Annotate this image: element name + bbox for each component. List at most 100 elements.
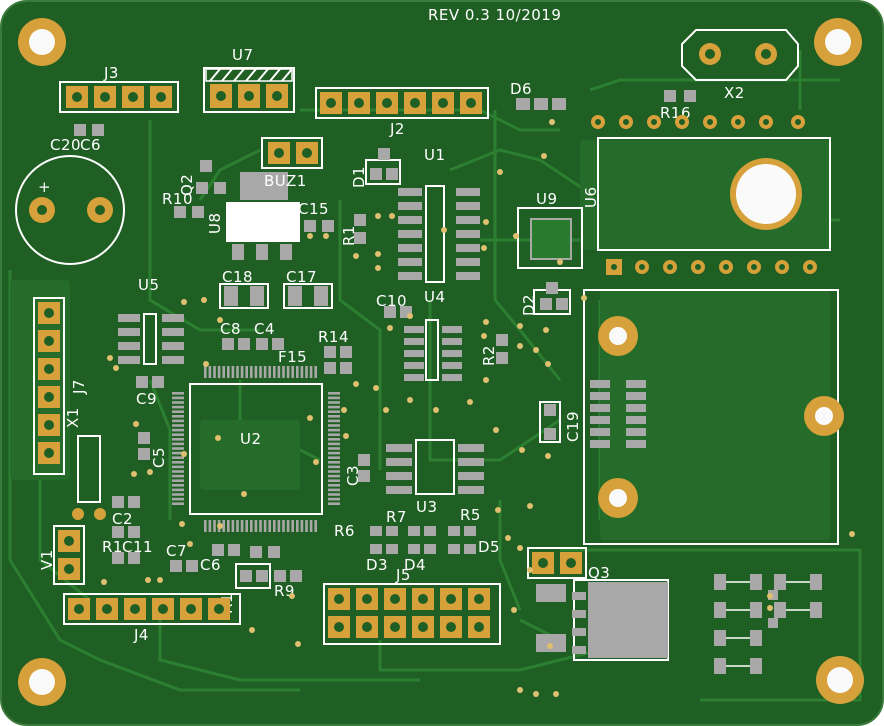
label-c8: C8 [220, 320, 241, 338]
ic-u3: U3 [386, 439, 484, 516]
label-c7: C7 [166, 542, 187, 560]
capacitor-c6: C6 [200, 544, 240, 574]
label-d6: D6 [510, 80, 532, 98]
label-q2: Q2 [178, 174, 196, 196]
regulator-u8: U8 [206, 172, 300, 260]
capacitor-c19: C19 [539, 401, 582, 443]
label-r14: R14 [318, 328, 349, 346]
capacitor-c20: + C20 C6 [15, 124, 125, 265]
buzzer-buz1: BUZ1 [261, 137, 323, 190]
label-c20: C20 [50, 136, 81, 154]
label-d2: D2 [520, 294, 538, 316]
label-j5: J5 [395, 566, 411, 584]
resistor-array [714, 574, 822, 674]
label-c18: C18 [222, 268, 253, 286]
ic-u5: U5 [118, 276, 184, 365]
label-u5: U5 [138, 276, 160, 294]
label-c9: C9 [136, 390, 157, 408]
capacitor-c5: C5 [138, 432, 168, 468]
transistor-q2: Q2 R10 [162, 160, 226, 218]
label-u9: U9 [536, 190, 558, 208]
resistor-r1: R1 [340, 214, 366, 246]
diode-d6: D6 [510, 80, 566, 110]
label-x1: X1 [64, 407, 82, 428]
label-r6: R6 [334, 522, 355, 540]
capacitor-c15: C15 [298, 200, 334, 232]
transistor-q3: Q3 [527, 547, 669, 661]
label-c19: C19 [564, 411, 582, 442]
label-j4: J4 [133, 626, 149, 644]
label-c11: C11 [122, 538, 153, 556]
label-r5: R5 [460, 506, 481, 524]
capacitor-c18: C18 [219, 268, 269, 309]
label-c6a: C6 [80, 136, 101, 154]
label-u2: U2 [240, 430, 262, 448]
label-u7: U7 [232, 46, 254, 64]
label-j2: J2 [389, 120, 405, 138]
label-u3: U3 [416, 498, 438, 516]
resistor-r5: R5 [448, 506, 481, 554]
label-d1: D1 [350, 166, 368, 188]
label-f15: F15 [278, 348, 307, 366]
capacitor-c9: C9 [136, 376, 164, 408]
label-j7: J7 [70, 379, 88, 395]
module-u6: U6 [582, 115, 831, 275]
resistor-r6: R6 [334, 522, 398, 554]
label-u8: U8 [206, 212, 224, 234]
ic-u2-soic [404, 319, 462, 381]
header-j4: J4 [63, 593, 241, 644]
u2-pins [172, 366, 340, 532]
label-c2: C2 [112, 510, 133, 528]
label-r2: R2 [480, 345, 498, 366]
header-j3: J3 [59, 64, 179, 113]
label-c5: C5 [150, 447, 168, 468]
ic-u1: U1 U4 [398, 146, 480, 306]
mounting-holes [18, 18, 864, 706]
crystal-x2: X2 [681, 29, 799, 102]
label-u1: U1 [424, 146, 446, 164]
ic-u9: U9 [517, 190, 583, 269]
label-plus: + [38, 178, 51, 196]
revision-text: REV 0.3 10/2019 [428, 6, 561, 24]
header-v1: V1 [38, 525, 85, 585]
resistor-r7: R7 [386, 508, 436, 554]
label-u6: U6 [582, 186, 600, 208]
label-c6: C6 [200, 556, 221, 574]
resistor-r14: R14 F15 [278, 328, 352, 374]
capacitor-c11: R1 C11 [102, 526, 153, 564]
resistor-r2: R2 [480, 334, 508, 366]
label-buz1: BUZ1 [264, 172, 307, 190]
ic-u2: U2 [172, 366, 340, 532]
capacitor-c4: C4 [254, 320, 284, 350]
capacitor-c17: C17 [283, 268, 333, 309]
label-r1: R1 [340, 225, 358, 246]
header-j7: J7 X1 [33, 297, 88, 475]
label-r7: R7 [386, 508, 407, 526]
header-j2: J2 [315, 87, 489, 138]
capacitor-c7: C7 [166, 542, 198, 572]
label-r10: R10 [162, 190, 193, 208]
capacitor-c3: C3 [344, 454, 370, 486]
diode-d1: D1 [350, 148, 401, 188]
label-d3: D3 [366, 556, 388, 574]
label-c3: C3 [344, 465, 362, 486]
header-j5: J5 [323, 566, 501, 645]
label-c15: C15 [298, 200, 329, 218]
module-right [583, 289, 844, 545]
capacitor-c2: C2 [112, 496, 140, 528]
label-r11: R1 [102, 538, 123, 556]
label-c10: C10 [376, 292, 407, 310]
label-c17: C17 [286, 268, 317, 286]
label-j3: J3 [103, 64, 119, 82]
label-d4: D4 [404, 556, 426, 574]
label-x2: X2 [724, 84, 745, 102]
diode-d2: D2 [520, 282, 571, 316]
label-u4: U4 [424, 288, 446, 306]
label-q3: Q3 [588, 564, 610, 582]
label-v1: V1 [38, 549, 56, 570]
regulator-u7: U7 [203, 46, 295, 113]
label-d5: D5 [478, 538, 500, 556]
vias [101, 119, 855, 697]
label-c4: C4 [254, 320, 275, 338]
